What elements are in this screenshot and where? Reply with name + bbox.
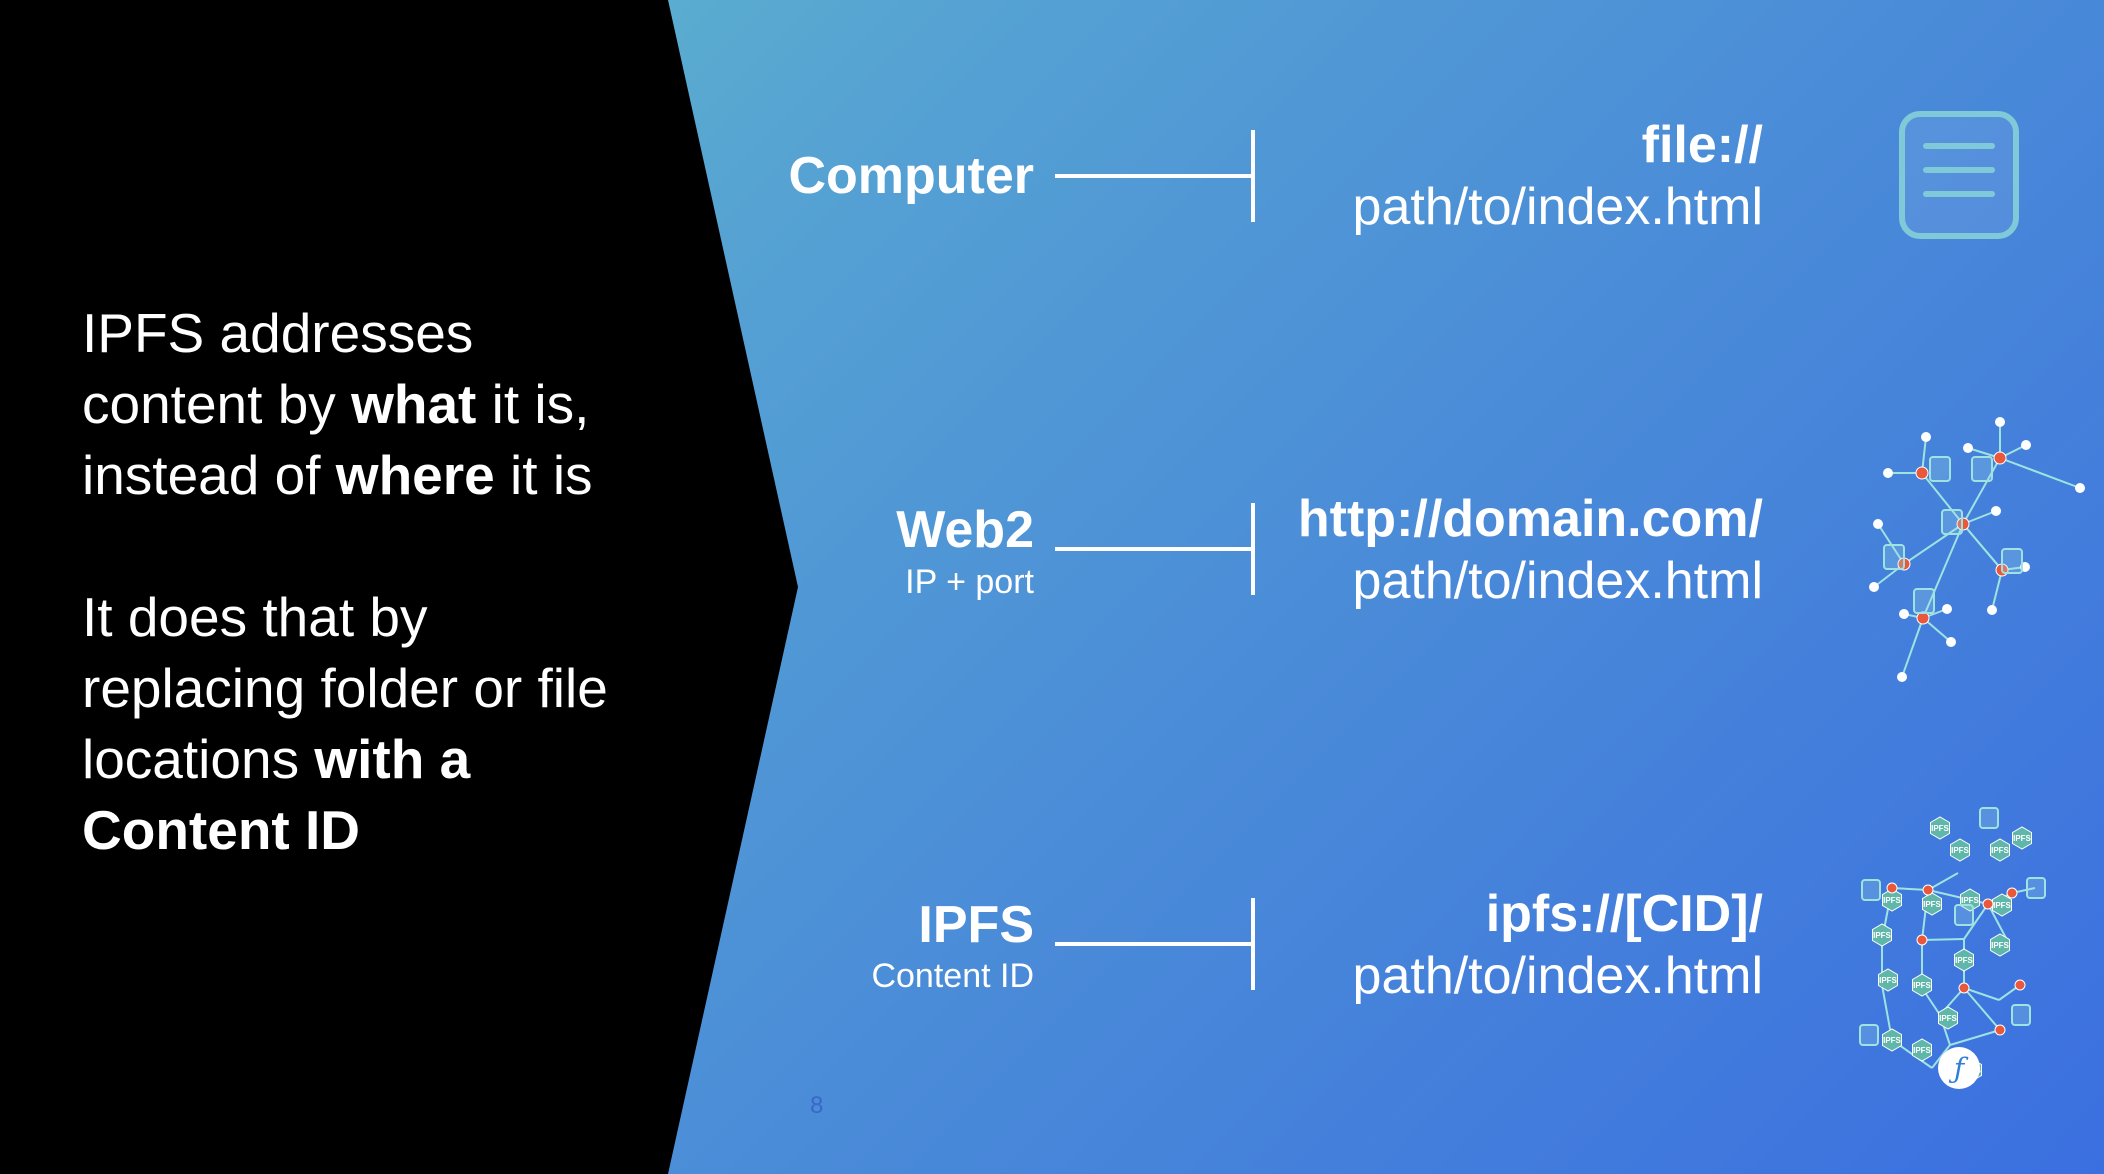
ipfs-node-icon [1882, 1028, 1902, 1052]
page-number: 8 [810, 1092, 824, 1119]
ipfs-node-label: IPFS [1991, 941, 2009, 950]
row-label-computer: Computer [788, 147, 1034, 205]
intro-text: IPFS addresses content by what it is, in… [82, 298, 702, 866]
ipfs-node-icon [2012, 826, 2032, 850]
path-computer: path/to/index.html [1352, 178, 1763, 236]
ipfs-node-label: IPFS [1913, 1046, 1931, 1055]
ipfs-node-label: IPFS [1955, 956, 1973, 965]
scheme-file: file:// [1641, 116, 1763, 174]
ipfs-network-icon: IPFS IPFS IPFS IPFS IPFS IPFS IPFS IPFS IPFS IPFS… [1852, 800, 2062, 1100]
ipfs-node-icon [1990, 838, 2010, 862]
ipfs-node-icon [1938, 1006, 1958, 1030]
ipfs-node-label: IPFS [1883, 896, 1901, 905]
row-label-web2: Web2 [896, 501, 1034, 559]
address-ipfs: ipfs://[CID]/ path/to/index.html [1353, 883, 1763, 1007]
ipfs-node-icon [1990, 933, 2010, 957]
path-web2: path/to/index.html [1352, 552, 1763, 610]
intro-line-4: It does that by [82, 586, 428, 648]
ipfs-node-label: IPFS [1879, 976, 1897, 985]
connector-ipfs [1055, 898, 1255, 990]
ipfs-node-icon [1930, 816, 1950, 840]
ipfs-node-label: IPFS [1923, 900, 1941, 909]
connector-computer [1055, 130, 1255, 222]
address-web2: http://domain.com/ path/to/index.html [1298, 488, 1763, 612]
ipfs-node-label: IPFS [2013, 834, 2031, 843]
ipfs-node-label: IPFS [1939, 1014, 1957, 1023]
scheme-ipfs: ipfs://[CID]/ [1485, 885, 1763, 943]
ipfs-node-label: IPFS [1993, 901, 2011, 910]
ipfs-node-label: IPFS [1883, 1036, 1901, 1045]
scheme-http: http://domain.com/ [1297, 490, 1763, 548]
emphasis-with-a: with a [314, 728, 471, 790]
ipfs-node-label: IPFS [1991, 846, 2009, 855]
path-ipfs: path/to/index.html [1352, 947, 1763, 1005]
intro-line-5: replacing folder or file [82, 657, 608, 719]
emphasis-what: what [351, 373, 477, 435]
ipfs-node-icon [1872, 923, 1892, 947]
ipfs-node-icon [1992, 893, 2012, 917]
network-graph-icon [1820, 405, 2100, 695]
intro-line-3: instead of where it is [82, 444, 593, 506]
ipfs-node-label: IPFS [1931, 824, 1949, 833]
row-sublabel-ipfs: Content ID [871, 957, 1034, 995]
ipfs-node-label: IPFS [1913, 981, 1931, 990]
intro-line-6: locations with a [82, 728, 471, 790]
intro-line-1: IPFS addresses [82, 302, 474, 364]
row-label-ipfs: IPFS [918, 896, 1034, 954]
document-icon [1898, 110, 2022, 240]
ipfs-node-icon [1912, 973, 1932, 997]
ipfs-node-icon [1912, 1038, 1932, 1062]
ipfs-node-icon [1882, 888, 1902, 912]
connector-web2 [1055, 503, 1255, 595]
intro-line-7: Content ID [82, 795, 702, 866]
filecoin-logo-icon: ƒ [1948, 1052, 1969, 1085]
ipfs-node-icon [1922, 892, 1942, 916]
row-sublabel-web2: IP + port [905, 563, 1034, 601]
emphasis-content-id: Content ID [82, 799, 361, 861]
ipfs-node-icon [1950, 838, 1970, 862]
ipfs-node-icon [1878, 968, 1898, 992]
ipfs-node-label: IPFS [1873, 931, 1891, 940]
ipfs-node-label: IPFS [1951, 846, 1969, 855]
address-computer: file:// path/to/index.html [1353, 114, 1763, 238]
intro-line-2: content by what it is, [82, 373, 590, 435]
ipfs-node-icon [1954, 948, 1974, 972]
emphasis-where: where [335, 444, 495, 506]
ipfs-node-label: IPFS [1961, 896, 1979, 905]
